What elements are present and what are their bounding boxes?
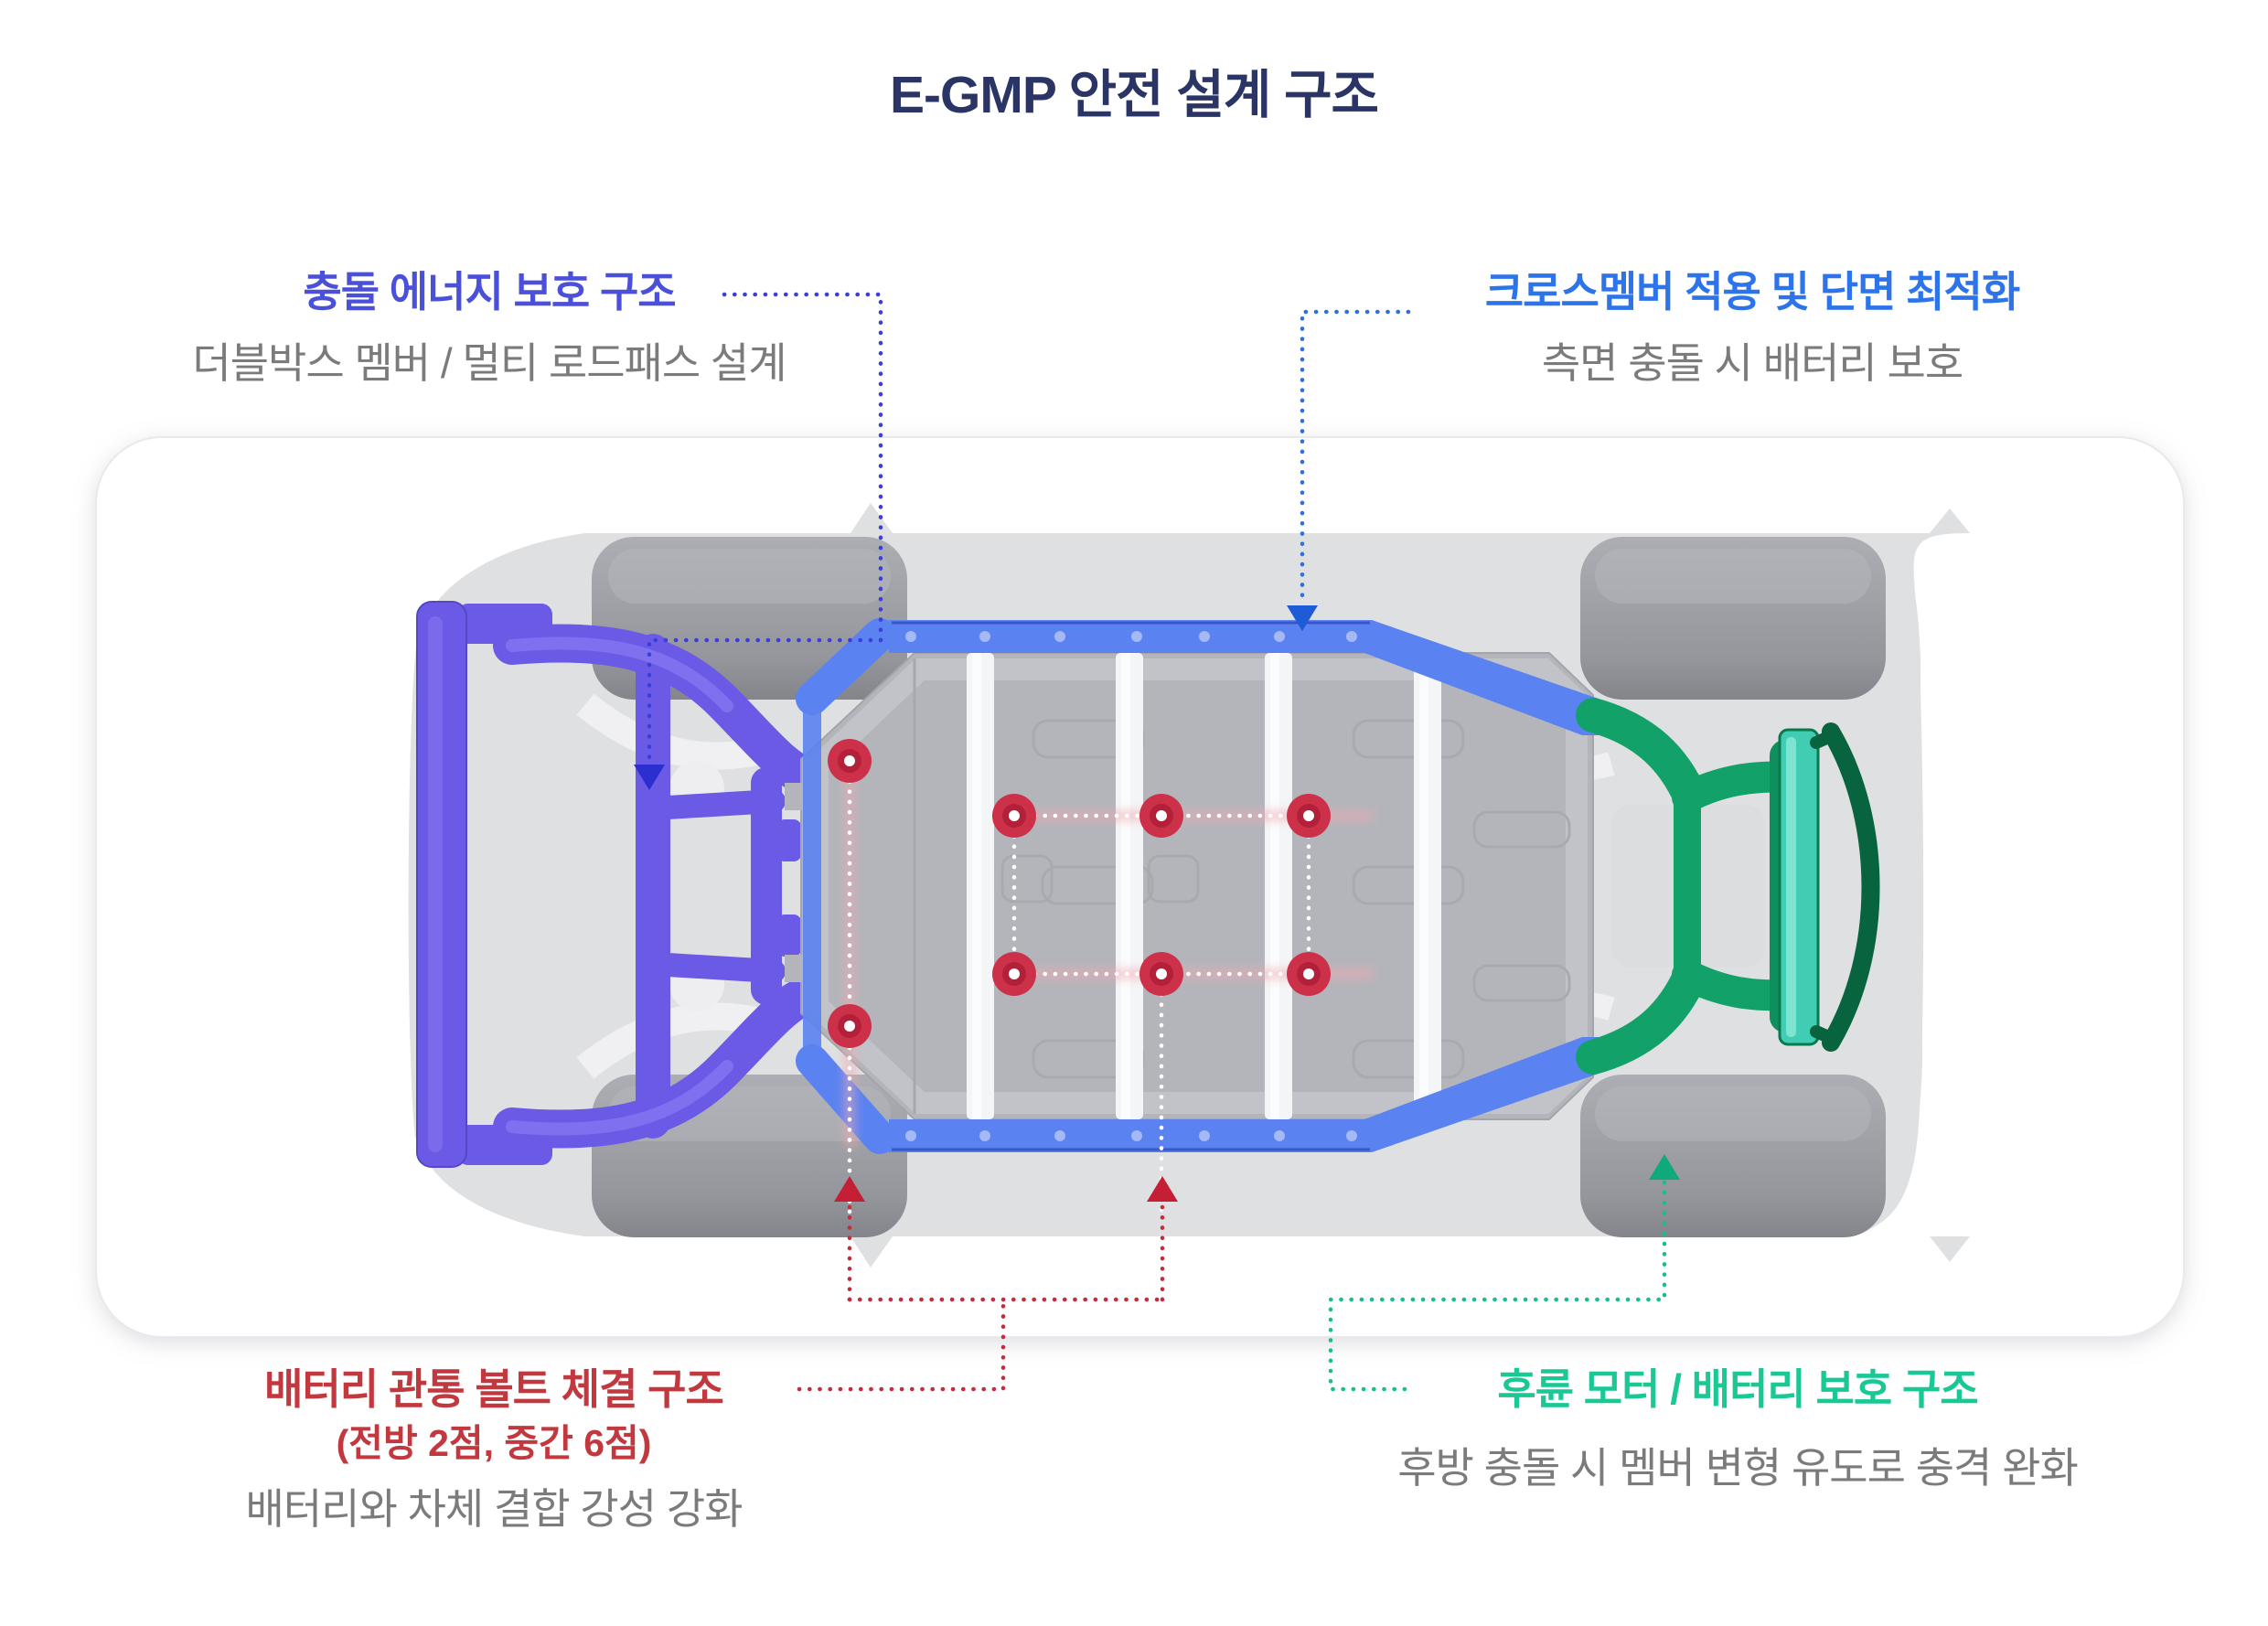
bolt-point — [828, 1004, 872, 1048]
rear-subframe — [1576, 698, 1880, 1075]
rear-crossbar — [1778, 728, 1820, 1046]
connector-front-crash — [647, 292, 883, 765]
front-crash-title: 충돌 에너지 보호 구조 — [303, 268, 676, 316]
page-title: E-GMP 안전 설계 구조 — [890, 66, 1379, 124]
bolt-point — [1287, 952, 1331, 996]
rear-bumper-arc — [1822, 722, 1880, 1052]
label-rear-protection: 후륜 모터 / 배터리 보호 구조 후방 충돌 시 멤버 변형 유도로 충격 완… — [1397, 1365, 2079, 1492]
arrow-down-icon — [634, 765, 665, 790]
bolt-point — [828, 739, 872, 783]
rear-subtitle: 후방 충돌 시 멤버 변형 유도로 충격 완화 — [1397, 1444, 2079, 1492]
bolt-point — [992, 794, 1036, 838]
label-bolt-structure: 배터리 관통 볼트 체결 구조 (전방 2점, 중간 6점) 배터리와 차체 결… — [245, 1365, 744, 1533]
sill-bolt-dots — [905, 631, 1357, 1141]
arrow-up-icon — [1649, 1154, 1680, 1180]
crossmember-title: 크로스멤버 적용 및 단면 최적화 — [1484, 268, 2020, 316]
arrow-up-icon — [834, 1176, 865, 1202]
bolt-point — [1139, 952, 1183, 996]
crossmember-subtitle: 측면 충돌 시 배터리 보호 — [1541, 339, 1963, 387]
bolt-dotted-lines — [847, 758, 1311, 1221]
rear-title: 후륜 모터 / 배터리 보호 구조 — [1497, 1365, 1978, 1413]
front-crash-subtitle: 더블박스 멤버 / 멀티 로드패스 설계 — [192, 339, 786, 387]
bolt-points — [828, 739, 1331, 1048]
arrow-up-icon — [1147, 1176, 1178, 1202]
label-front-crash: 충돌 에너지 보호 구조 더블박스 멤버 / 멀티 로드패스 설계 — [192, 268, 786, 387]
bolt-subtitle: 배터리와 차체 결합 강성 강화 — [245, 1485, 744, 1533]
connector-bolt — [797, 1203, 1165, 1392]
battery-pack — [785, 652, 1594, 1120]
label-crossmember: 크로스멤버 적용 및 단면 최적화 측면 충돌 시 배터리 보호 — [1484, 268, 2020, 387]
bolt-point — [992, 952, 1036, 996]
bolt-title: 배터리 관통 볼트 체결 구조 — [264, 1365, 724, 1413]
bolt-point — [1287, 794, 1331, 838]
battery-cross-bars — [967, 653, 1441, 1119]
bolt-point — [1139, 794, 1183, 838]
bolt-note: (전방 2점, 중간 6점) — [336, 1422, 652, 1464]
arrow-down-icon — [1287, 605, 1318, 631]
connector-rear — [1328, 1179, 1667, 1392]
